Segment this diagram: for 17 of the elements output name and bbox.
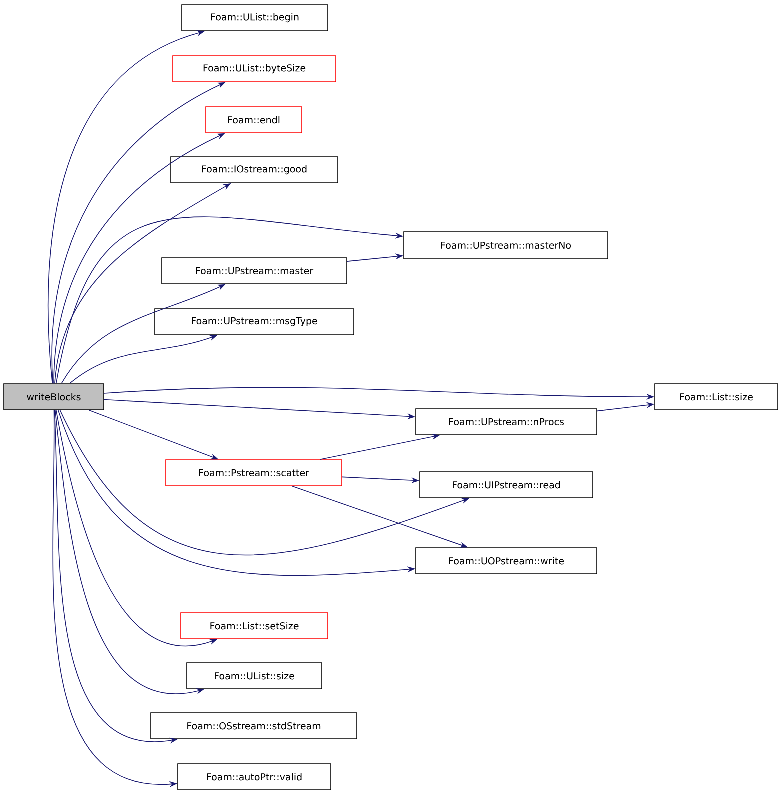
function-box: Foam::UList::byteSize [172, 56, 336, 82]
function-box: Foam::UList::size [186, 662, 322, 690]
function-box: Foam::autoPtr::valid [178, 764, 332, 790]
function-box: Foam::List::setSize [180, 612, 328, 640]
function-box: Foam::List::size [654, 384, 778, 410]
function-box: Foam::UPstream::master [162, 258, 348, 284]
function-box: Foam::UPstream::nProcs [416, 408, 598, 436]
function-box: Foam::UOPstream::write [416, 548, 598, 574]
function-box: Foam::endl [206, 106, 302, 134]
function-box: Foam::UIPstream::read [420, 472, 594, 498]
function-box: Foam::Pstream::scatter [166, 460, 342, 486]
function-box: Foam::UPstream::msgType [154, 308, 354, 336]
function-box: Foam::UList::begin [182, 4, 328, 32]
function-box: Foam::IOstream::good [170, 156, 338, 184]
function-box: Foam::OSstream::stdStream [150, 712, 358, 740]
function-box: Foam::UPstream::masterNo [404, 232, 608, 260]
function-box: writeBlocks [4, 384, 104, 410]
